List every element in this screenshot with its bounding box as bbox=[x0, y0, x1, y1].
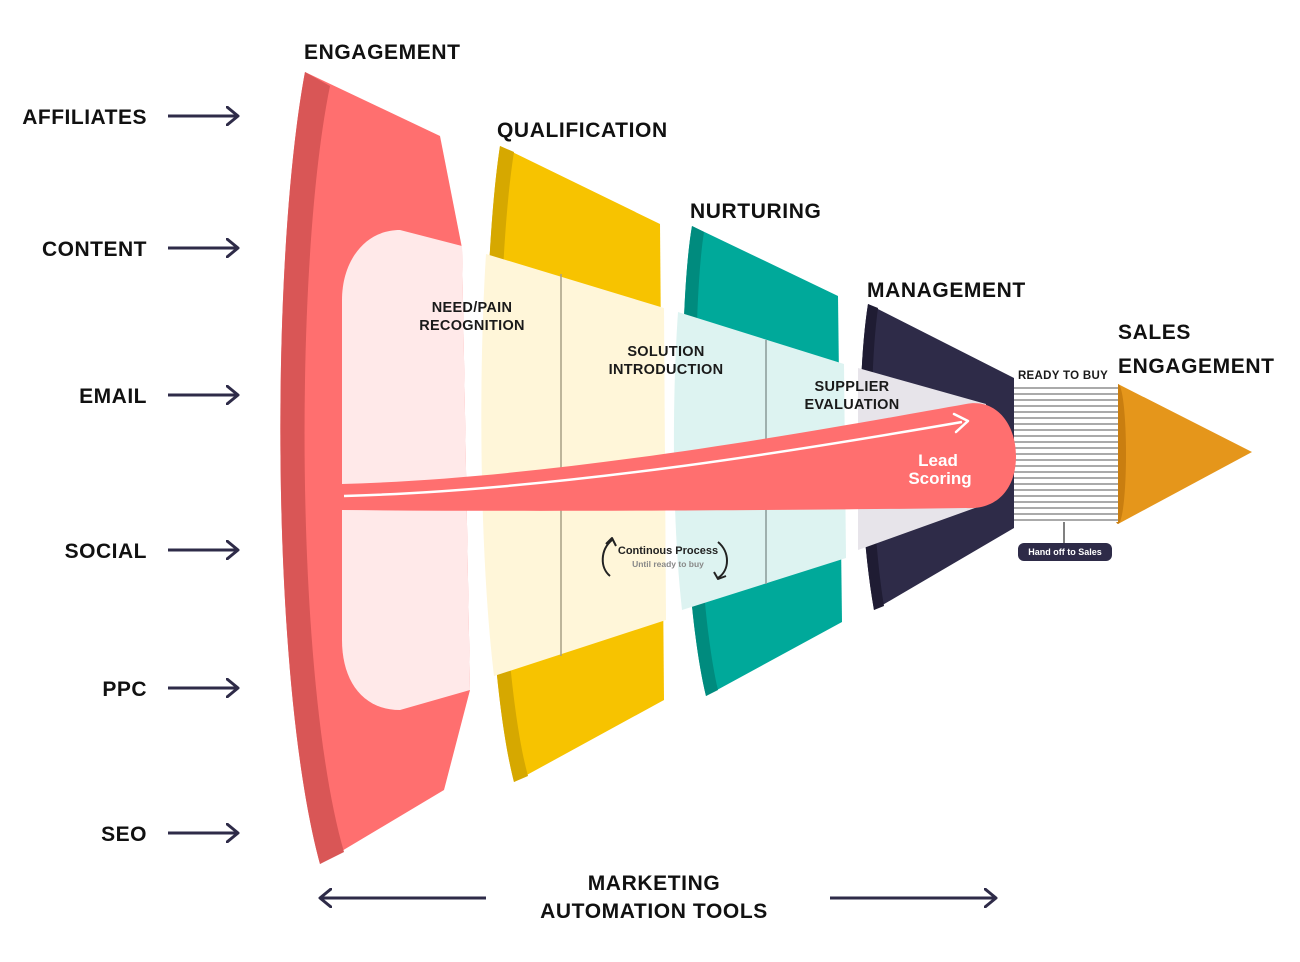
source-ppc: PPC bbox=[102, 678, 238, 701]
supplier-label-line2: EVALUATION bbox=[804, 397, 899, 413]
supplier-label-line1: SUPPLIER bbox=[815, 379, 890, 395]
cycle-arrow-icon bbox=[717, 541, 728, 579]
handoff-label: Hand off to Sales bbox=[1028, 547, 1102, 557]
process-sublabel: Until ready to buy bbox=[632, 559, 704, 569]
source-label: SOCIAL bbox=[65, 540, 147, 563]
source-label: SEO bbox=[101, 823, 147, 846]
source-seo: SEO bbox=[101, 823, 238, 846]
bottom-label-line1: MARKETING bbox=[588, 872, 721, 895]
need-label-line2: RECOGNITION bbox=[419, 318, 525, 334]
bottom-label-line2: AUTOMATION TOOLS bbox=[540, 900, 768, 923]
source-list: AFFILIATES CONTENT EMAIL SOCIAL PPC SEO bbox=[22, 106, 238, 846]
need-label-line1: NEED/PAIN bbox=[432, 300, 513, 316]
stage-title-engagement: ENGAGEMENT bbox=[304, 41, 461, 64]
source-label: PPC bbox=[102, 678, 147, 701]
solution-label-line2: INTRODUCTION bbox=[609, 362, 724, 378]
stage-title-qualification: QUALIFICATION bbox=[497, 119, 668, 142]
cycle-arrow-icon bbox=[601, 539, 613, 577]
handoff-badge bbox=[1018, 543, 1112, 561]
source-label: CONTENT bbox=[42, 238, 147, 261]
source-email: EMAIL bbox=[79, 385, 238, 408]
lead-scoring-line2: Scoring bbox=[908, 469, 971, 488]
arrow-right-icon bbox=[952, 412, 970, 434]
stage-qualification-cone bbox=[481, 146, 666, 782]
source-affiliates: AFFILIATES bbox=[22, 106, 238, 129]
stage-titles: ENGAGEMENT QUALIFICATION NURTURING MANAG… bbox=[304, 41, 1275, 378]
solution-label-line1: SOLUTION bbox=[627, 344, 704, 360]
stage-title-sales-line2: ENGAGEMENT bbox=[1118, 355, 1275, 378]
ready-to-buy-label: READY TO BUY bbox=[1018, 370, 1108, 382]
inner-labels: NEED/PAIN RECOGNITION SOLUTION INTRODUCT… bbox=[419, 300, 1108, 413]
stage-sales-cone bbox=[1110, 384, 1252, 524]
ready-to-buy-block: Hand off to Sales bbox=[1014, 384, 1118, 561]
lead-scoring-line1: Lead bbox=[918, 451, 958, 470]
source-social: SOCIAL bbox=[65, 540, 238, 563]
source-content: CONTENT bbox=[42, 238, 238, 261]
source-label: EMAIL bbox=[79, 385, 147, 408]
stage-engagement-cone bbox=[280, 72, 470, 864]
stage-title-nurturing: NURTURING bbox=[690, 200, 821, 223]
marketing-automation-tools: MARKETING AUTOMATION TOOLS bbox=[320, 872, 996, 923]
stage-title-sales-line1: SALES bbox=[1118, 321, 1191, 344]
lead-scoring-band: Lead Scoring bbox=[342, 403, 1016, 511]
process-label: Continous Process bbox=[618, 545, 718, 557]
stage-title-management: MANAGEMENT bbox=[867, 279, 1026, 302]
source-label: AFFILIATES bbox=[22, 106, 147, 129]
continuous-process: Continous Process Until ready to buy bbox=[601, 537, 728, 580]
